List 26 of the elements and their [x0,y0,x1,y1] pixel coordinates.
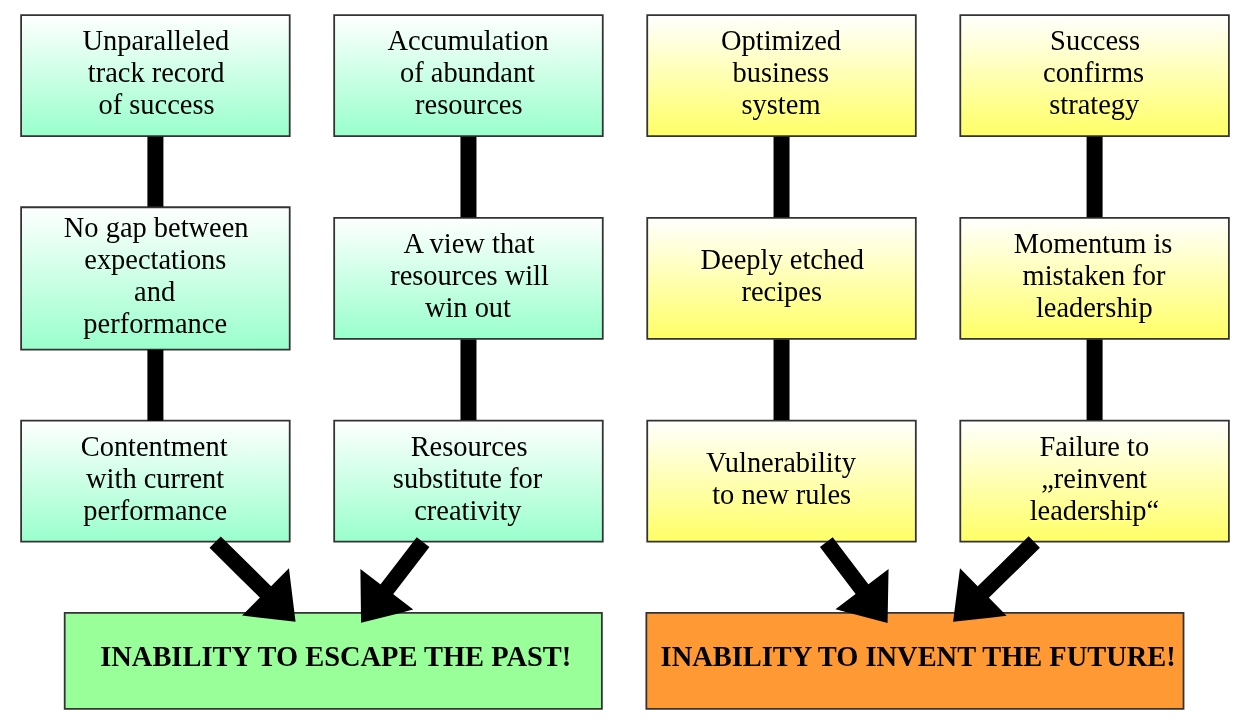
arrow [952,536,1040,622]
node-box: Failure to „reinvent leadership“ [958,419,1230,543]
arrow [209,536,296,622]
connector [773,136,790,218]
node-box: Contentment with current performance [19,419,291,543]
node-box: No gap between expectations and performance [19,206,291,351]
connector [1086,339,1103,421]
node-box: A view that resources will win out [332,217,604,340]
arrow [819,537,889,623]
node-box: Deeply etched recipes [645,217,917,340]
connector [459,136,476,218]
node-box: INABILITY TO INVENT THE FUTURE! [644,611,1184,710]
node-box: Vulnerability to new rules [645,419,917,543]
node-box: Optimized business system [645,14,917,137]
node-box: Resources substitute for creativity [332,419,604,543]
node-box: Momentum is mistaken for leadership [958,217,1230,340]
node-box: Success confirms strategy [958,14,1230,137]
connector [146,349,163,421]
connector [773,339,790,421]
connector [459,339,476,421]
arrow [359,537,429,623]
connector [146,136,163,207]
connector [1086,136,1103,218]
node-box: Unparalleled track record of success [19,14,291,137]
node-box: Accumulation of abundant resources [332,14,604,137]
node-box: INABILITY TO ESCAPE THE PAST! [63,611,603,710]
